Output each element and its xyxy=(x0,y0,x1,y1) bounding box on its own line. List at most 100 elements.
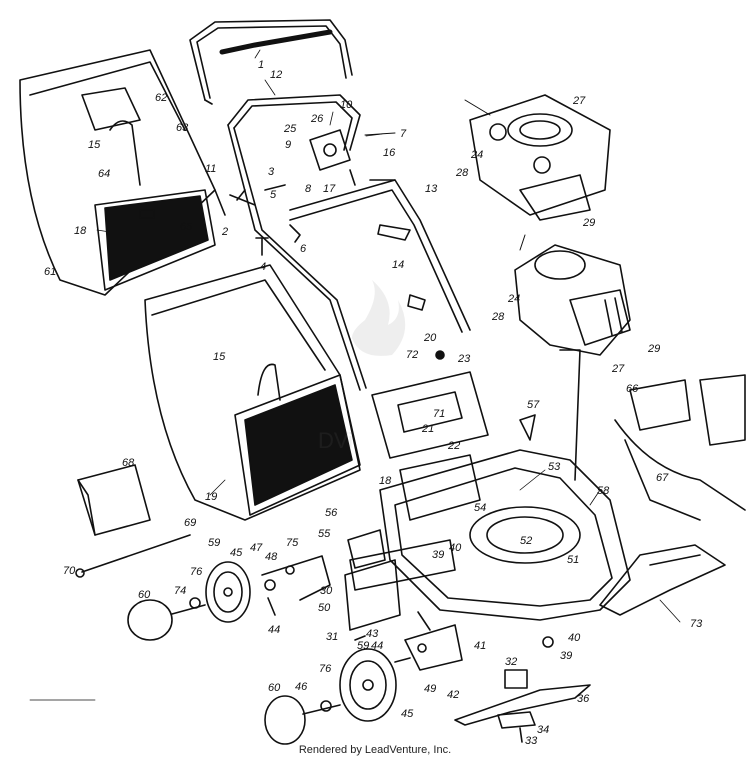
label-26: 26 xyxy=(310,113,324,125)
label-51: 51 xyxy=(567,554,579,566)
label-5: 5 xyxy=(270,189,277,201)
upper-handle xyxy=(190,20,352,104)
label-70: 70 xyxy=(63,565,76,577)
label-72: 72 xyxy=(406,349,418,361)
mower-deck xyxy=(348,350,630,620)
part-labels: 1 2 3 4 5 6 7 8 9 10 11 12 13 14 15 15 1… xyxy=(44,59,703,747)
height-adjuster-upper xyxy=(262,556,330,615)
label-18a: 18 xyxy=(74,225,87,237)
label-20: 20 xyxy=(423,332,437,344)
label-60a: 60 xyxy=(138,589,151,601)
label-56: 56 xyxy=(325,507,338,519)
wheel-upper xyxy=(128,562,250,640)
label-2: 2 xyxy=(221,226,228,238)
watermark-logo: DVi xyxy=(318,280,406,453)
label-49: 49 xyxy=(424,683,436,695)
rear-skirt xyxy=(600,545,725,615)
label-16: 16 xyxy=(383,147,396,159)
label-29b: 29 xyxy=(647,343,660,355)
watermark-text: DVi xyxy=(318,428,353,453)
lower-handle xyxy=(228,95,470,390)
footer-credit: Rendered by LeadVenture, Inc. xyxy=(298,744,452,756)
label-59b: 59 xyxy=(357,640,369,652)
label-19: 19 xyxy=(205,491,217,503)
label-75: 75 xyxy=(286,537,299,549)
label-21: 21 xyxy=(421,423,434,435)
label-10: 10 xyxy=(340,99,353,111)
label-47: 47 xyxy=(250,542,263,554)
label-69: 69 xyxy=(184,517,196,529)
label-40a: 40 xyxy=(449,542,462,554)
label-60b: 60 xyxy=(268,682,281,694)
label-53: 53 xyxy=(548,461,561,473)
height-adjuster-lower xyxy=(395,612,462,670)
label-4: 4 xyxy=(260,261,266,273)
label-61: 61 xyxy=(44,266,56,278)
label-73: 73 xyxy=(690,618,703,630)
label-17: 17 xyxy=(323,183,336,195)
label-39b: 39 xyxy=(560,650,572,662)
label-9: 9 xyxy=(285,139,291,151)
label-23: 23 xyxy=(457,353,471,365)
label-7: 7 xyxy=(400,128,407,140)
label-27b: 27 xyxy=(611,363,625,375)
deflector xyxy=(78,465,150,535)
label-66: 66 xyxy=(626,383,639,395)
label-55: 55 xyxy=(318,528,331,540)
label-68: 68 xyxy=(122,457,135,469)
label-48: 48 xyxy=(265,551,278,563)
label-13: 13 xyxy=(425,183,438,195)
leader-lines xyxy=(30,50,680,700)
label-63: 63 xyxy=(176,122,189,134)
engine-bottom xyxy=(515,235,630,355)
label-71: 71 xyxy=(433,408,445,420)
label-67: 67 xyxy=(656,472,669,484)
label-57: 57 xyxy=(527,399,540,411)
engine-top xyxy=(465,95,610,220)
label-34: 34 xyxy=(537,724,549,736)
label-22: 22 xyxy=(447,440,460,452)
label-18b: 18 xyxy=(379,475,392,487)
label-76b: 76 xyxy=(319,663,332,675)
label-24b: 24 xyxy=(507,293,520,305)
label-27a: 27 xyxy=(572,95,586,107)
label-1: 1 xyxy=(258,59,264,71)
label-11: 11 xyxy=(205,163,216,175)
side-guard xyxy=(615,375,745,520)
lower-grass-bag xyxy=(145,265,360,520)
label-76a: 76 xyxy=(190,566,203,578)
label-52: 52 xyxy=(520,535,532,547)
upper-grass-bag xyxy=(20,50,225,295)
wheel-lower xyxy=(265,649,396,744)
label-8: 8 xyxy=(305,183,312,195)
label-46: 46 xyxy=(295,681,308,693)
label-36: 36 xyxy=(577,693,590,705)
label-50: 50 xyxy=(318,602,331,614)
label-39a: 39 xyxy=(432,549,444,561)
label-25: 25 xyxy=(283,123,297,135)
label-6: 6 xyxy=(300,243,307,255)
label-29a: 29 xyxy=(582,217,595,229)
label-40b: 40 xyxy=(568,632,581,644)
label-44a: 44 xyxy=(268,624,280,636)
label-41: 41 xyxy=(474,640,486,652)
label-62: 62 xyxy=(155,92,167,104)
label-45b: 45 xyxy=(401,708,414,720)
label-43: 43 xyxy=(366,628,379,640)
label-58: 58 xyxy=(597,485,610,497)
label-24a: 24 xyxy=(470,149,483,161)
axle-rod xyxy=(76,535,190,577)
label-74: 74 xyxy=(174,585,186,597)
chute-door xyxy=(372,351,488,458)
label-15b: 15 xyxy=(213,351,226,363)
label-15a: 15 xyxy=(88,139,101,151)
label-42: 42 xyxy=(447,689,459,701)
label-65: 65 xyxy=(180,221,193,233)
label-14: 14 xyxy=(392,259,404,271)
label-32: 32 xyxy=(505,656,517,668)
blade xyxy=(455,637,590,742)
label-54: 54 xyxy=(474,502,486,514)
label-3: 3 xyxy=(268,166,275,178)
